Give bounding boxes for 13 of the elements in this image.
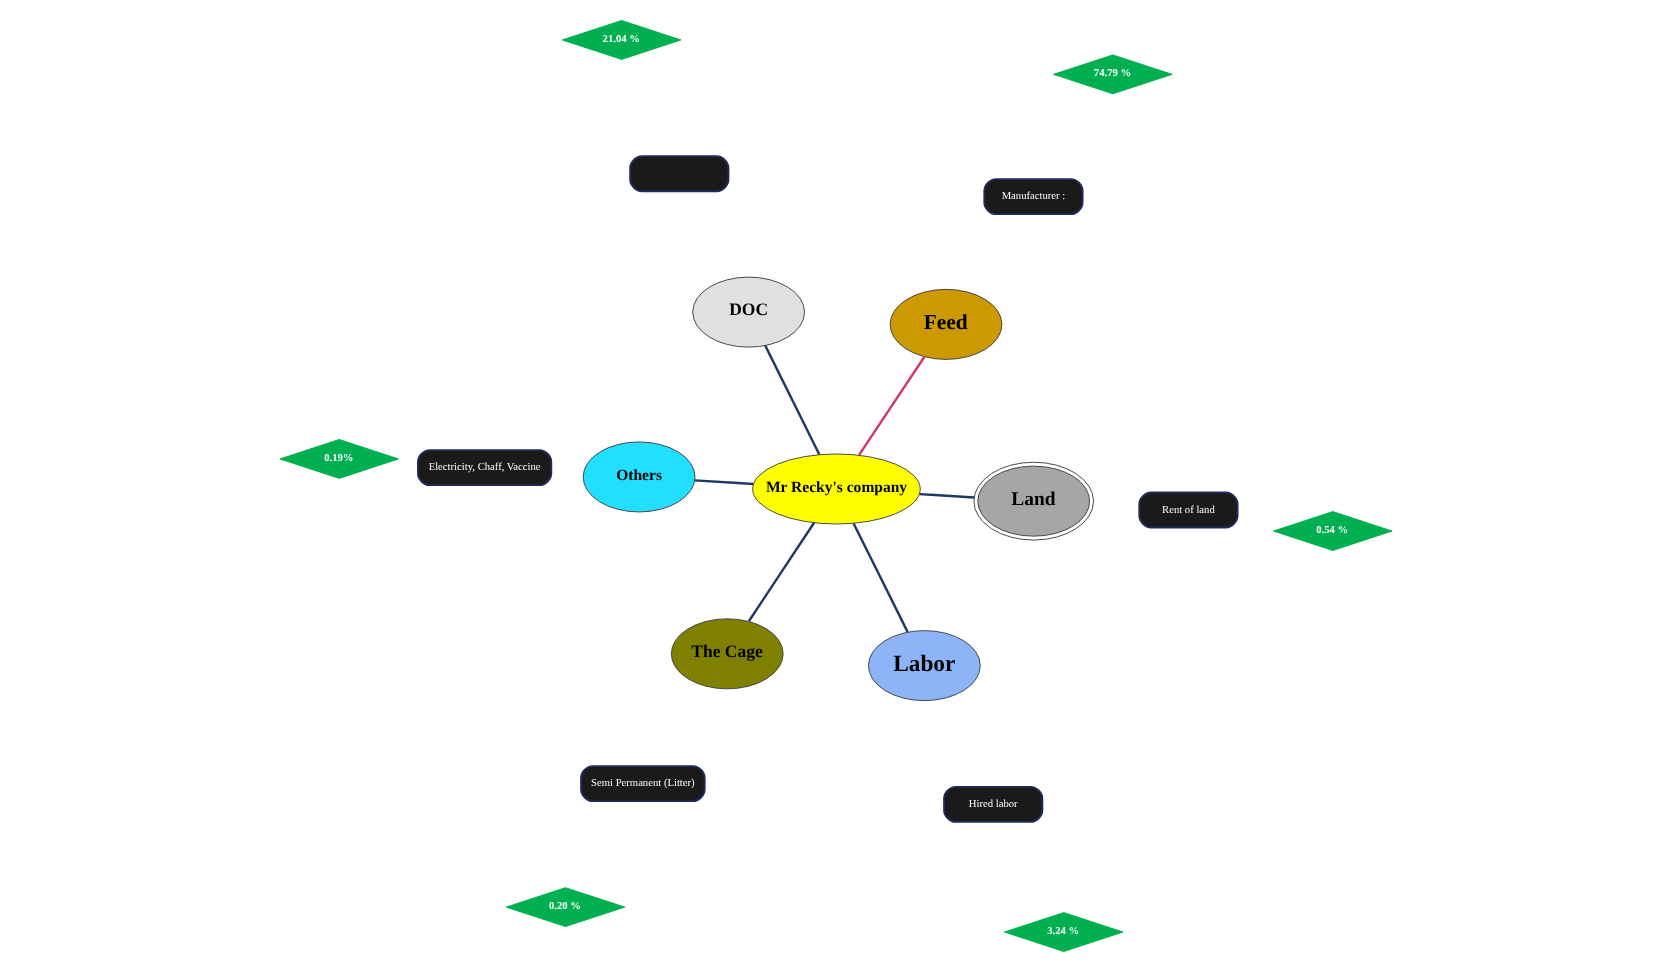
node-ellipse: Feed bbox=[889, 288, 1003, 360]
connector bbox=[747, 522, 816, 622]
node-ellipse: Others bbox=[582, 441, 696, 513]
node-ellipse: Labor bbox=[867, 630, 981, 702]
connector bbox=[919, 492, 975, 499]
node-ellipse: The Cage bbox=[670, 618, 784, 690]
node-box bbox=[629, 155, 730, 193]
connector bbox=[858, 356, 926, 456]
connector bbox=[852, 522, 909, 633]
connector bbox=[764, 345, 821, 455]
node-ellipse: DOC bbox=[692, 276, 806, 348]
connector bbox=[694, 479, 754, 486]
node-ellipse: Mr Recky's company bbox=[752, 453, 921, 525]
